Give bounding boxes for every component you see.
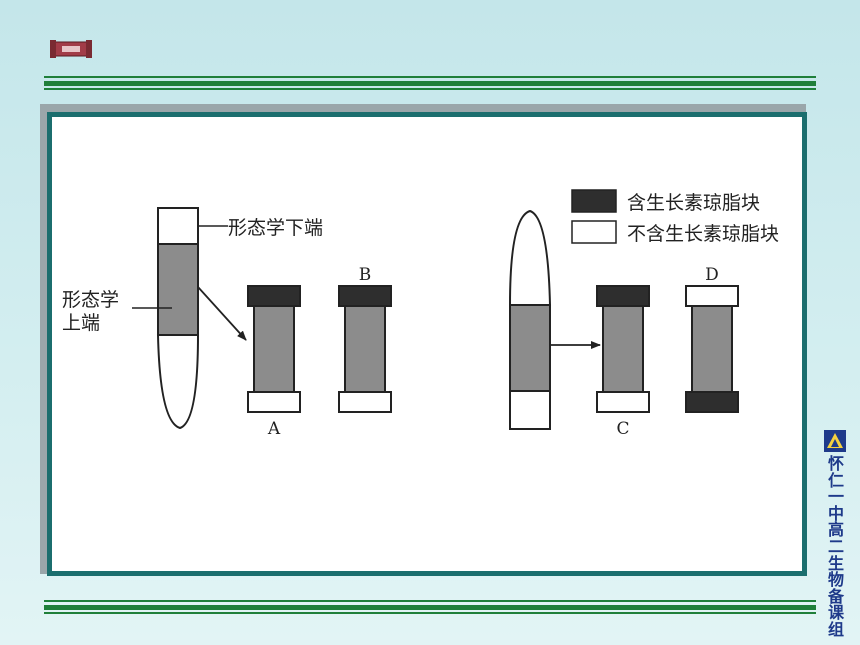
legend-auxin-label: 含生长素琼脂块 bbox=[627, 192, 760, 214]
block-a-top-agar bbox=[247, 285, 301, 307]
block-b: B bbox=[338, 265, 392, 413]
sidebar-credit: 怀仁一中高二生物备课组 bbox=[818, 428, 854, 638]
right-segment bbox=[508, 209, 601, 430]
legend-no-auxin-label: 不含生长素琼脂块 bbox=[627, 223, 779, 245]
block-c-top-agar bbox=[596, 285, 650, 307]
sidebar-text: 怀仁一中高二生物备课组 bbox=[827, 454, 844, 639]
block-d: D bbox=[685, 265, 739, 413]
legend: 含生长素琼脂块 不含生长素琼脂块 bbox=[571, 189, 779, 245]
top-rule bbox=[44, 76, 816, 90]
label-lower-end: 形态学下端 bbox=[228, 217, 323, 239]
block-d-top-agar bbox=[685, 285, 739, 307]
block-a-bottom-agar bbox=[247, 391, 301, 413]
right-segment-body bbox=[509, 304, 551, 392]
auxin-transport-diagram: 形态学下端 形态学 上端 A B C bbox=[62, 189, 779, 439]
right-segment-tip bbox=[508, 209, 552, 306]
block-d-label: D bbox=[705, 265, 719, 285]
bottom-rule bbox=[44, 600, 816, 614]
legend-auxin-swatch bbox=[571, 189, 617, 213]
left-segment-tip bbox=[156, 334, 200, 430]
right-segment-bottom-cap bbox=[509, 390, 551, 430]
label-upper-end-line1: 形态学 bbox=[62, 289, 119, 311]
left-segment-top-cap bbox=[157, 207, 199, 245]
block-b-bottom-agar bbox=[338, 391, 392, 413]
legend-no-auxin-swatch bbox=[571, 220, 617, 244]
slide-logo-icon bbox=[50, 40, 92, 58]
block-b-top-agar bbox=[338, 285, 392, 307]
block-a-label: A bbox=[267, 419, 281, 439]
block-c-bottom-agar bbox=[596, 391, 650, 413]
block-a-segment bbox=[253, 305, 295, 393]
left-segment-body bbox=[157, 243, 199, 336]
left-segment bbox=[132, 207, 247, 430]
block-a: A bbox=[247, 285, 301, 439]
block-b-label: B bbox=[359, 265, 372, 285]
block-c: C bbox=[596, 285, 650, 439]
school-emblem-icon bbox=[824, 430, 846, 452]
block-d-bottom-agar bbox=[685, 391, 739, 413]
block-c-segment bbox=[602, 305, 644, 393]
left-arrow bbox=[197, 286, 247, 341]
block-d-segment bbox=[691, 305, 733, 393]
label-upper-end-line2: 上端 bbox=[62, 312, 100, 334]
block-b-segment bbox=[344, 305, 386, 393]
block-c-label: C bbox=[616, 419, 629, 439]
content-panel: 形态学下端 形态学 上端 A B C bbox=[47, 112, 807, 576]
